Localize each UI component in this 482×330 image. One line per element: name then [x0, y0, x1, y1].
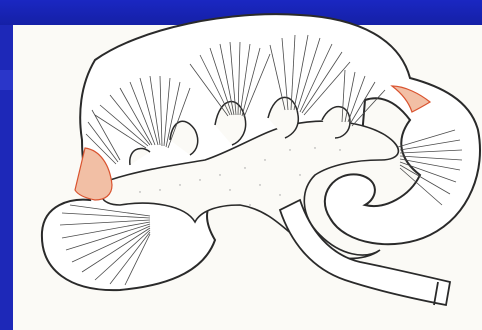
slide: [0, 0, 482, 330]
kidney-diagram: [0, 0, 482, 330]
